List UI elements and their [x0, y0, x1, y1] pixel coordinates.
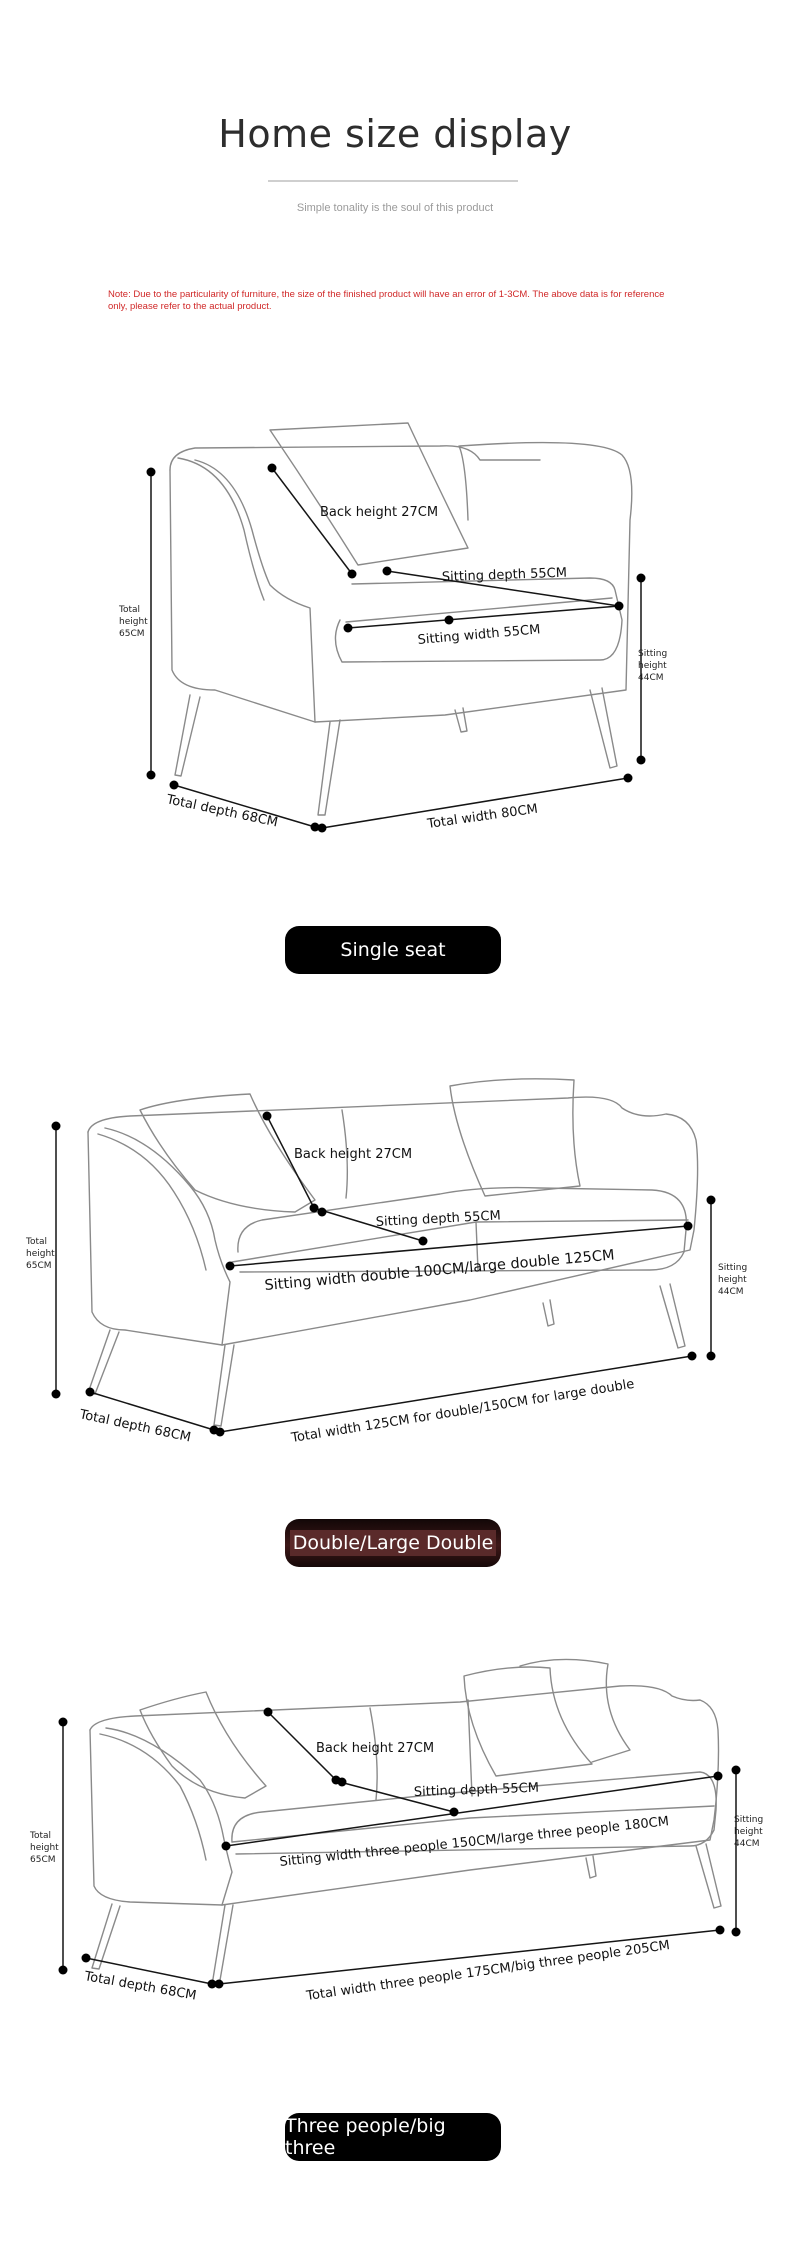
single-seat-markers: [146, 463, 646, 833]
total-depth-label: Total depth 68CM: [164, 792, 279, 830]
total-width-label: Total width 80CM: [425, 802, 538, 832]
double-seat-button-label: Double/Large Double: [289, 1530, 497, 1556]
back-height-label: Back height 27CM: [320, 505, 438, 520]
sitting-width-label: Sitting width 55CM: [417, 622, 541, 648]
total-height-label: 65CM: [119, 629, 145, 639]
sitting-height-label: 44CM: [718, 1287, 744, 1297]
total-height-label: Total: [25, 1237, 47, 1247]
total-height-label: Total: [118, 605, 140, 615]
page-title: Home size display: [218, 112, 572, 156]
total-height-label: height: [30, 1843, 59, 1853]
double-seat-sofa-drawing: [87, 1078, 699, 1427]
double-seat-button[interactable]: Double/Large Double: [285, 1519, 501, 1567]
sitting-height-label: Sitting: [734, 1815, 763, 1825]
sitting-height-label: Sitting: [718, 1263, 747, 1273]
total-depth-label: Total depth 68CM: [77, 1407, 192, 1445]
double-seat-dimensions: [55, 1115, 712, 1433]
triple-seat-button-label: Three people/big three: [285, 2115, 446, 2159]
sitting-depth-label: Sitting depth 55CM: [442, 566, 568, 585]
double-seat-markers: [51, 1111, 716, 1437]
page-subtitle: Simple tonality is the soul of this prod…: [296, 202, 494, 214]
single-seat-button-label: Single seat: [340, 939, 446, 961]
double-seat-diagram: Back height 27CM Sitting depth 55CM Sitt…: [25, 1078, 747, 1446]
back-height-label: Back height 27CM: [294, 1147, 412, 1162]
title-divider: [268, 180, 518, 182]
sitting-height-label: height: [718, 1275, 747, 1285]
sitting-height-label: height: [734, 1827, 763, 1837]
single-seat-sofa-drawing: [169, 422, 633, 816]
total-height-label: 65CM: [30, 1855, 56, 1865]
single-seat-button[interactable]: Single seat: [285, 926, 501, 974]
sitting-height-label: 44CM: [734, 1839, 760, 1849]
triple-seat-diagram: Back height 27CM Sitting depth 55CM Sitt…: [29, 1658, 763, 2004]
single-seat-dimensions: [150, 467, 642, 829]
total-height-label: height: [26, 1249, 55, 1259]
total-height-label: 65CM: [26, 1261, 52, 1271]
sitting-height-label: 44CM: [638, 673, 664, 683]
sitting-depth-label: Sitting depth 55CM: [375, 1208, 501, 1230]
sitting-height-label: height: [638, 661, 667, 671]
triple-seat-button[interactable]: Three people/big three: [285, 2113, 501, 2161]
total-height-label: height: [119, 617, 148, 627]
triple-seat-dimensions: [62, 1711, 737, 1985]
disclaimer-note: Note: Due to the particularity of furnit…: [108, 289, 665, 312]
total-height-label: Total: [29, 1831, 51, 1841]
sitting-depth-label: Sitting depth 55CM: [414, 1781, 540, 1800]
single-seat-diagram: Back height 27CM Sitting depth 55CM Sitt…: [118, 422, 667, 833]
total-depth-label: Total depth 68CM: [82, 1969, 197, 2004]
sitting-height-label: Sitting: [638, 649, 667, 659]
back-height-label: Back height 27CM: [316, 1741, 434, 1756]
total-width-label: Total width 125CM for double/150CM for l…: [289, 1377, 635, 1446]
triple-seat-markers: [58, 1707, 741, 1989]
total-width-label: Total width three people 175CM/big three…: [304, 1938, 670, 2004]
sitting-width-label: Sitting width three people 150CM/large t…: [279, 1814, 670, 1870]
